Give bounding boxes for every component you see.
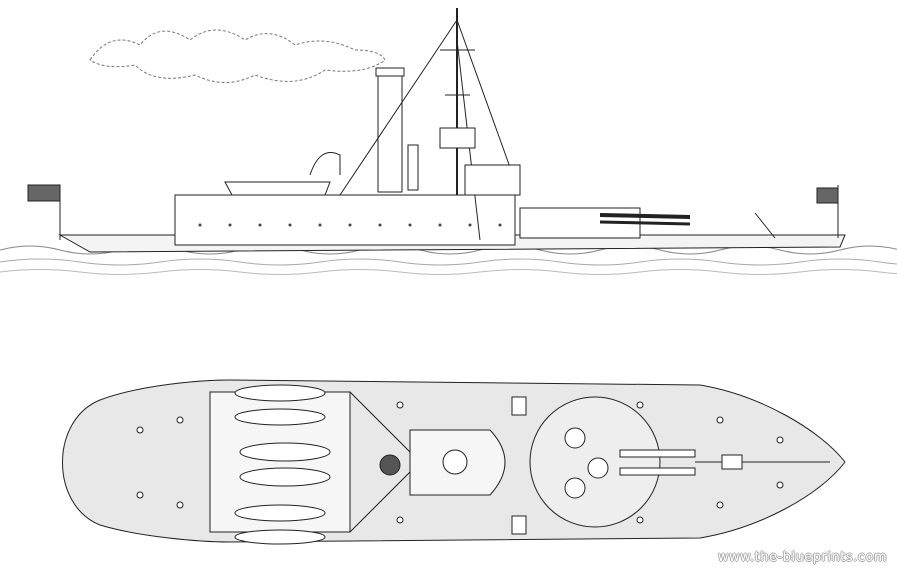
ventilator (407, 144, 419, 191)
smoke-cloud (89, 29, 386, 83)
lifeboat (224, 181, 331, 196)
plan-view (62, 379, 846, 545)
bow-flag (816, 187, 839, 204)
superstructure (174, 194, 516, 246)
mast-plan (442, 449, 468, 475)
stern-flag (27, 184, 61, 202)
guns-plan (619, 449, 696, 458)
bridge (464, 164, 521, 196)
lifeboats-plan (234, 384, 331, 545)
turret-guns (599, 213, 691, 219)
funnel-plan (379, 454, 401, 476)
side-elevation (0, 8, 897, 275)
fighting-top (439, 127, 476, 149)
watermark: www.the-blueprints.com (717, 550, 887, 565)
